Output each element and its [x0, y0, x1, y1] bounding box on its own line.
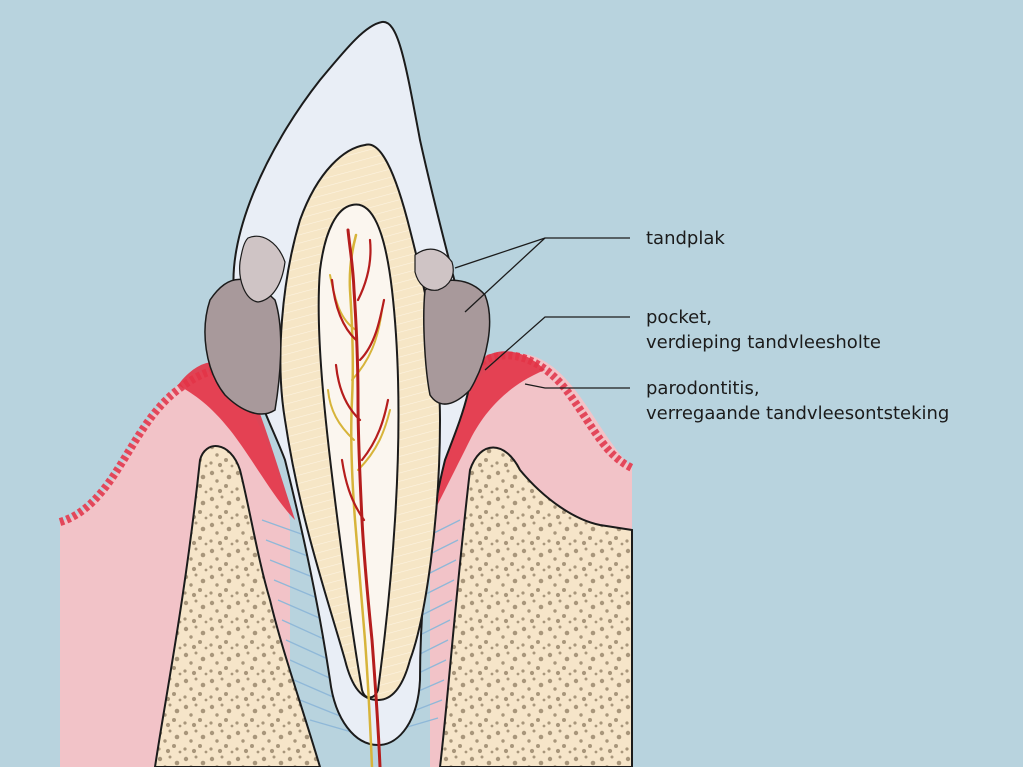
plaque-deposit-right — [423, 279, 491, 405]
label-plaque: tandplak — [646, 228, 725, 249]
label-pocket: pocket, verdieping tandvleesholte — [646, 305, 881, 355]
plaque-deposit-right-upper — [414, 248, 454, 291]
gum-edge-left — [58, 365, 248, 526]
label-periodontitis: parodontitis, verregaande tandvleesontst… — [646, 376, 949, 426]
periodontal-ligament — [261, 519, 461, 736]
label-periodontitis-line2: verregaande tandvleesontsteking — [646, 403, 950, 424]
label-pocket-line2: verdieping tandvleesholte — [646, 332, 881, 353]
label-pocket-line1: pocket, — [646, 307, 712, 328]
label-periodontitis-line1: parodontitis, — [646, 378, 760, 399]
jaw-bone-left — [153, 445, 322, 767]
plaque-deposit-left-upper — [239, 235, 286, 303]
inflamed-gum-left — [178, 362, 295, 520]
nerve-vessels — [327, 228, 391, 767]
jaw-bone-right — [438, 446, 633, 767]
leader-lines — [454, 237, 630, 389]
